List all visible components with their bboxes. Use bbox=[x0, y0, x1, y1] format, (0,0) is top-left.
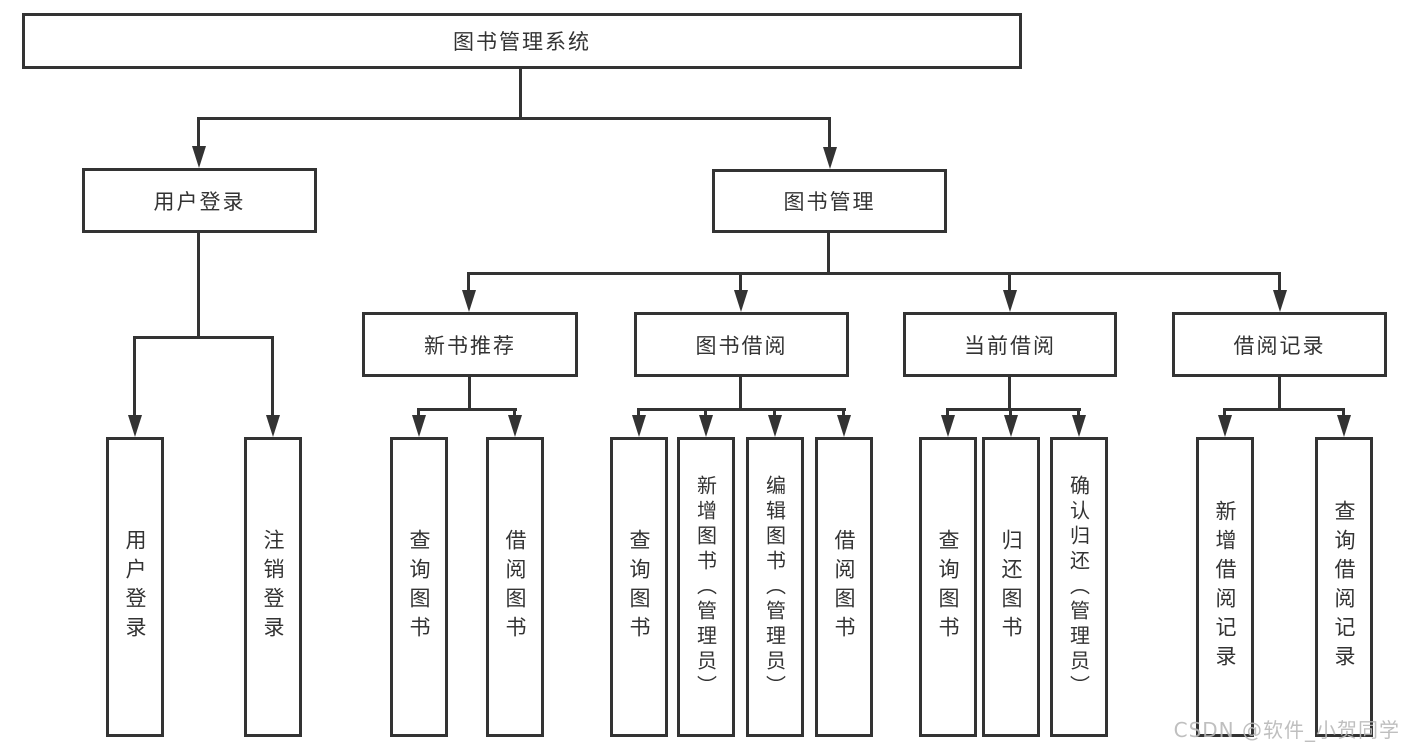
node-leaf-add-borrow-record: 新增借阅记录 bbox=[1196, 437, 1254, 737]
node-leaf-borrow-books: 借阅图书 bbox=[486, 437, 544, 737]
node-leaf-logout: 注销登录 bbox=[244, 437, 302, 737]
connector-line bbox=[1223, 408, 1226, 420]
connector-line bbox=[417, 408, 420, 420]
node-leaf-user-login: 用户登录 bbox=[106, 437, 164, 737]
connector-line bbox=[946, 408, 1081, 411]
connector-line bbox=[637, 408, 640, 420]
connector-line bbox=[133, 336, 136, 421]
connector-line bbox=[271, 336, 274, 421]
arrowhead-down-icon bbox=[823, 147, 837, 169]
connector-line bbox=[467, 272, 1281, 275]
node-leaf-return-books: 归还图书 bbox=[982, 437, 1040, 737]
arrowhead-down-icon bbox=[941, 415, 955, 437]
arrowhead-down-icon bbox=[266, 415, 280, 437]
connector-line bbox=[133, 336, 274, 339]
arrowhead-down-icon bbox=[1337, 415, 1351, 437]
node-leaf-confirm-return-admin: 确认归还（管理员） bbox=[1050, 437, 1108, 737]
connector-line bbox=[1278, 272, 1281, 296]
connector-line bbox=[828, 117, 831, 155]
arrowhead-down-icon bbox=[1072, 415, 1086, 437]
arrowhead-down-icon bbox=[462, 290, 476, 312]
connector-line bbox=[1008, 377, 1011, 411]
connector-line bbox=[739, 272, 742, 296]
node-leaf-query-books: 查询图书 bbox=[390, 437, 448, 737]
node-book-borrowing: 图书借阅 bbox=[634, 312, 849, 377]
node-leaf-borrow-books: 借阅图书 bbox=[815, 437, 873, 737]
node-leaf-query-books: 查询图书 bbox=[610, 437, 668, 737]
connector-line bbox=[197, 117, 200, 155]
node-leaf-query-books: 查询图书 bbox=[919, 437, 977, 737]
arrowhead-down-icon bbox=[412, 415, 426, 437]
connector-line bbox=[773, 408, 776, 420]
arrowhead-down-icon bbox=[1218, 415, 1232, 437]
connector-line bbox=[197, 117, 831, 120]
arrowhead-down-icon bbox=[837, 415, 851, 437]
node-book-management: 图书管理 bbox=[712, 169, 947, 233]
arrowhead-down-icon bbox=[128, 415, 142, 437]
node-new-book-recommendation: 新书推荐 bbox=[362, 312, 578, 377]
connector-line bbox=[468, 377, 471, 411]
arrowhead-down-icon bbox=[632, 415, 646, 437]
arrowhead-down-icon bbox=[192, 146, 206, 168]
connector-line bbox=[946, 408, 949, 420]
connector-line bbox=[1077, 408, 1080, 420]
arrowhead-down-icon bbox=[699, 415, 713, 437]
node-leaf-add-book-admin: 新增图书（管理员） bbox=[677, 437, 735, 737]
connector-line bbox=[842, 408, 845, 420]
connector-line bbox=[739, 377, 742, 411]
connector-line bbox=[513, 408, 516, 420]
arrowhead-down-icon bbox=[768, 415, 782, 437]
node-user-login: 用户登录 bbox=[82, 168, 317, 233]
arrowhead-down-icon bbox=[508, 415, 522, 437]
node-library-management-system: 图书管理系统 bbox=[22, 13, 1022, 69]
arrowhead-down-icon bbox=[1004, 415, 1018, 437]
node-borrowing-records: 借阅记录 bbox=[1172, 312, 1387, 377]
connector-line bbox=[519, 69, 522, 118]
node-leaf-edit-book-admin: 编辑图书（管理员） bbox=[746, 437, 804, 737]
node-current-borrowing: 当前借阅 bbox=[903, 312, 1117, 377]
connector-line bbox=[1009, 408, 1012, 420]
connector-line bbox=[467, 272, 470, 296]
connector-line bbox=[1223, 408, 1345, 411]
node-leaf-query-borrow-record: 查询借阅记录 bbox=[1315, 437, 1373, 737]
arrowhead-down-icon bbox=[1273, 290, 1287, 312]
connector-line bbox=[197, 233, 200, 339]
connector-line bbox=[417, 408, 517, 411]
connector-line bbox=[1342, 408, 1345, 420]
csdn-watermark: CSDN @软件_小贺同学 bbox=[1173, 718, 1400, 742]
arrowhead-down-icon bbox=[734, 290, 748, 312]
arrowhead-down-icon bbox=[1003, 290, 1017, 312]
connector-line bbox=[1008, 272, 1011, 296]
connector-line bbox=[704, 408, 707, 420]
connector-line bbox=[827, 233, 830, 275]
connector-line bbox=[637, 408, 846, 411]
connector-line bbox=[1278, 377, 1281, 411]
